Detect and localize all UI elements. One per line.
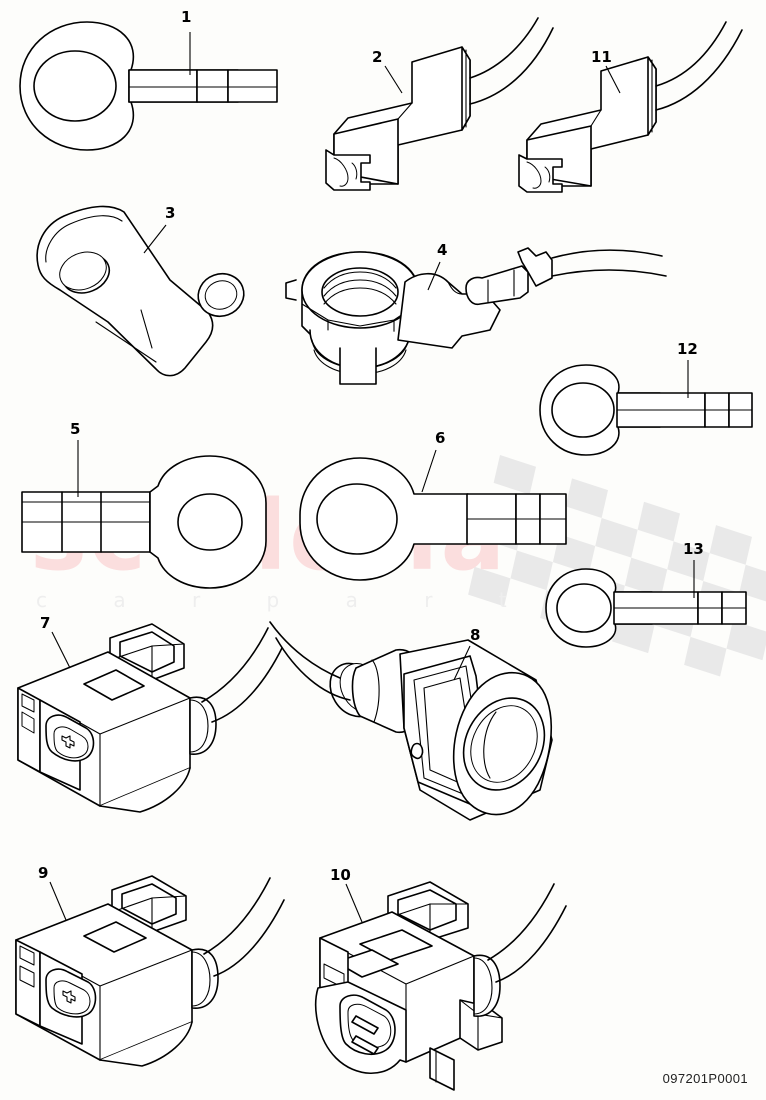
drawing-code: 097201P0001 bbox=[662, 1071, 748, 1086]
svg-text:11: 11 bbox=[591, 48, 612, 66]
part-13-ring-terminal: 13 bbox=[545, 540, 747, 648]
part-12-ring-terminal: 12 bbox=[539, 340, 753, 456]
part-9-connector-housing: 9 bbox=[15, 864, 285, 1067]
svg-text:10: 10 bbox=[330, 866, 351, 884]
part-11-connector: 11 bbox=[518, 21, 743, 193]
svg-text:6: 6 bbox=[435, 429, 445, 447]
svg-text:2: 2 bbox=[372, 48, 382, 66]
part-7-connector-housing: 7 bbox=[17, 614, 283, 813]
svg-text:5: 5 bbox=[70, 420, 80, 438]
svg-text:1: 1 bbox=[181, 8, 191, 26]
part-6-ring-terminal: 6 bbox=[299, 429, 567, 581]
part-3-earth-bracket: 3 bbox=[36, 204, 245, 377]
svg-text:12: 12 bbox=[677, 340, 698, 358]
part-4-battery-terminal: 4 bbox=[285, 241, 667, 385]
part-10-connector-housing: 10 bbox=[314, 866, 567, 1091]
part-5-ring-terminal: 5 bbox=[21, 420, 267, 589]
svg-text:4: 4 bbox=[437, 241, 447, 259]
svg-text:7: 7 bbox=[40, 614, 50, 632]
svg-text:3: 3 bbox=[165, 204, 175, 222]
svg-text:9: 9 bbox=[38, 864, 48, 882]
part-8-round-plug: 8 bbox=[269, 621, 553, 821]
part-1-ring-terminal: 1 bbox=[19, 8, 278, 151]
part-2-connector: 2 bbox=[325, 17, 554, 191]
svg-text:8: 8 bbox=[470, 626, 480, 644]
svg-text:13: 13 bbox=[683, 540, 704, 558]
